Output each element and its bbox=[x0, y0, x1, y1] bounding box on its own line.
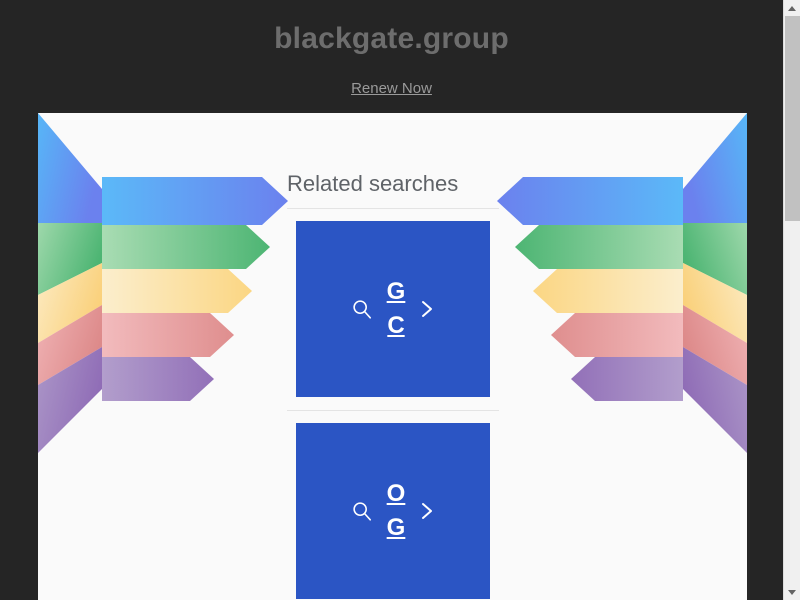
chevron-right-icon bbox=[422, 503, 433, 519]
content-card: Related searches G C bbox=[38, 113, 747, 600]
related-searches-heading: Related searches bbox=[287, 171, 459, 196]
related-searches-divider bbox=[287, 208, 499, 209]
search-terms: G C bbox=[387, 279, 406, 339]
renew-now-link[interactable]: Renew Now bbox=[351, 80, 432, 97]
related-search-card-2[interactable]: O G bbox=[296, 423, 490, 599]
related-searches-section: Related searches G C bbox=[287, 170, 499, 599]
related-card-divider bbox=[287, 410, 499, 411]
search-term[interactable]: O bbox=[386, 480, 406, 507]
search-icon bbox=[352, 300, 371, 319]
search-icon bbox=[352, 502, 371, 521]
search-terms: O G bbox=[387, 481, 406, 541]
search-term[interactable]: G bbox=[386, 278, 406, 305]
related-search-card-1[interactable]: G C bbox=[296, 221, 490, 397]
vertical-scrollbar[interactable] bbox=[783, 0, 800, 600]
card-content: G C bbox=[351, 279, 436, 339]
card-content: O G bbox=[351, 481, 436, 541]
scrollbar-thumb[interactable] bbox=[785, 16, 800, 221]
search-term[interactable]: G bbox=[386, 514, 406, 541]
ribbon-arrow-banner-right bbox=[497, 113, 747, 453]
arrow-down-glyph bbox=[788, 589, 796, 595]
scroll-up-arrow-icon[interactable] bbox=[784, 0, 800, 16]
chevron-right-icon bbox=[422, 301, 433, 317]
ribbon-arrow-banner-left bbox=[38, 113, 288, 453]
renew-row: Renew Now bbox=[0, 79, 783, 99]
search-term[interactable]: C bbox=[387, 312, 405, 339]
browser-viewport: blackgate.group Renew Now bbox=[0, 22, 783, 600]
arrow-up-glyph bbox=[788, 5, 796, 11]
scroll-down-arrow-icon[interactable] bbox=[784, 584, 800, 600]
page-title: blackgate.group bbox=[274, 22, 509, 55]
